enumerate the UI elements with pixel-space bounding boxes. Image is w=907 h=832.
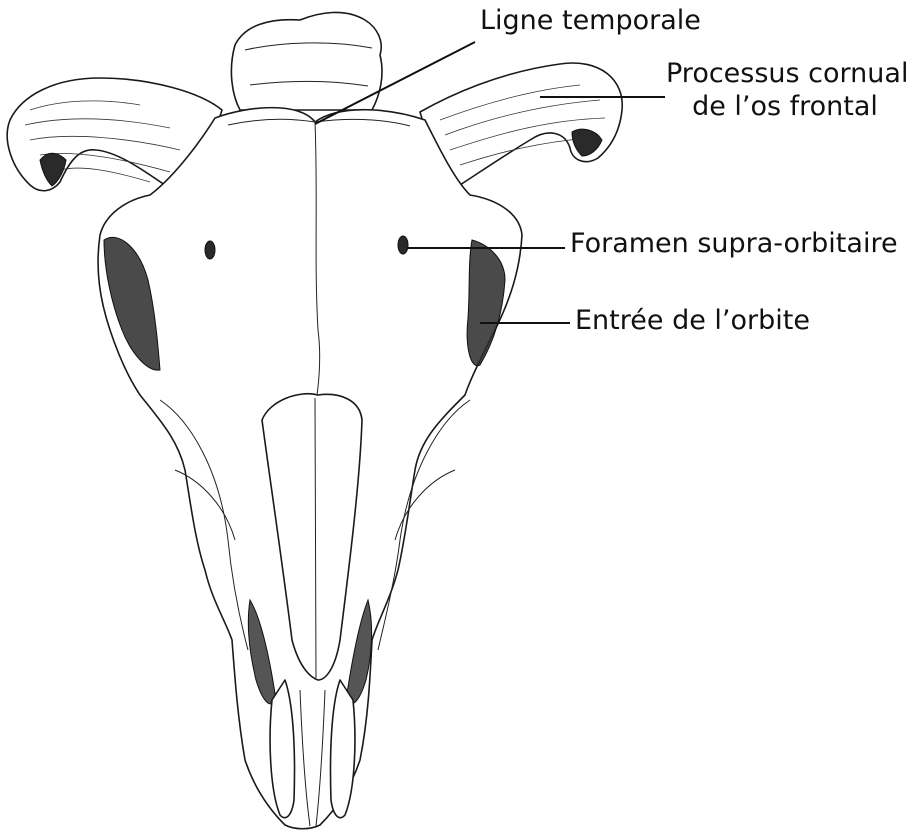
label-cornual-process-line2: de l’os frontal	[666, 90, 904, 123]
label-cornual-process: Processus cornual de l’os frontal	[666, 57, 904, 123]
label-cornual-process-line1: Processus cornual	[666, 57, 904, 90]
right-supraorbital-foramen	[398, 236, 408, 254]
occipital-crest	[231, 12, 382, 110]
label-supraorbital-foramen: Foramen supra-orbitaire	[570, 227, 898, 260]
left-supraorbital-foramen	[205, 241, 215, 259]
label-temporal-line: Ligne temporale	[480, 4, 701, 37]
label-orbit-entrance: Entrée de l’orbite	[575, 304, 810, 337]
